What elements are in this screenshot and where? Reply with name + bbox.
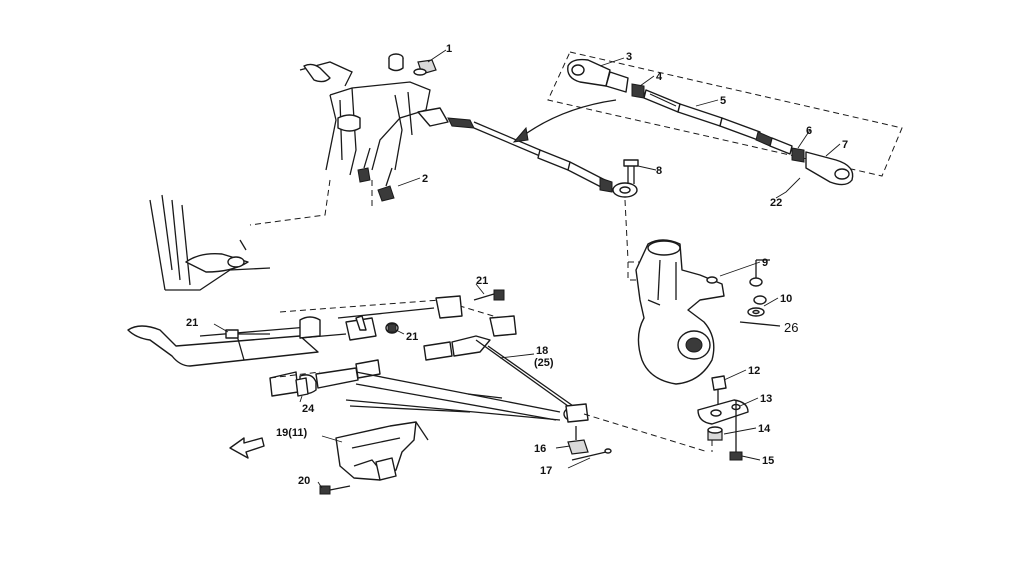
cotter-pin-part-17 (571, 448, 612, 461)
leader-lines (213, 49, 841, 489)
callout-26: 26 (784, 320, 798, 335)
callout-9: 9 (762, 257, 768, 269)
front-direction-arrow (229, 437, 265, 459)
callout-13: 13 (760, 393, 772, 405)
callout-15: 15 (762, 455, 774, 467)
callout-2: 2 (422, 173, 428, 185)
callout-8: 8 (656, 165, 662, 177)
callout-6: 6 (806, 125, 812, 137)
callout-16: 16 (534, 443, 546, 455)
callout-labels: 1 2 3 4 5 6 7 8 9 10 12 13 14 15 16 17 1… (186, 43, 848, 487)
callout-22: 22 (770, 197, 782, 209)
bolt-part-21a (225, 329, 270, 339)
callout-21-middle: 21 (406, 331, 418, 343)
nut-part-9 (749, 259, 770, 305)
nut-part-1 (388, 53, 437, 76)
lower-frame-bar (127, 325, 321, 367)
callout-7: 7 (842, 139, 848, 151)
tie-rod-detail-box (547, 51, 903, 186)
callout-4: 4 (656, 71, 663, 83)
callout-21-left: 21 (186, 317, 198, 329)
callout-18-alt: (25) (534, 357, 554, 369)
mounting-bracket (279, 295, 517, 341)
callout-10: 10 (780, 293, 792, 305)
frame-section (149, 61, 431, 291)
plate-part-13 (697, 399, 749, 425)
callout-24: 24 (302, 403, 315, 415)
bolt-part-2 (357, 147, 395, 202)
guard-part-19 (335, 421, 429, 481)
callout-18: 18 (536, 345, 548, 357)
callout-17: 17 (540, 465, 552, 477)
callout-12: 12 (748, 365, 760, 377)
callout-5: 5 (720, 95, 726, 107)
bolt-part-21b (473, 289, 505, 301)
bolt-part-8 (623, 159, 639, 184)
callout-19: 19(11) (276, 427, 308, 439)
callout-1: 1 (446, 43, 452, 55)
callout-20: 20 (298, 475, 310, 487)
washer-part-10 (747, 307, 765, 317)
bolt-part-12 (711, 375, 727, 404)
bolt-part-20 (319, 485, 351, 495)
callout-3: 3 (626, 51, 632, 63)
dashed-guide-balljoint (583, 413, 709, 453)
nut-part-16 (567, 426, 589, 455)
bushing-part-14 (707, 426, 723, 441)
tie-rod-assembly (417, 107, 638, 261)
callout-21-right: 21 (476, 275, 488, 287)
steering-knuckle (627, 239, 725, 385)
callout-14: 14 (758, 423, 771, 435)
detail-arrow (512, 99, 617, 143)
bushing-part-24 (269, 371, 321, 397)
pin-part-26 (739, 321, 781, 327)
bolt-part-15 (729, 400, 743, 461)
